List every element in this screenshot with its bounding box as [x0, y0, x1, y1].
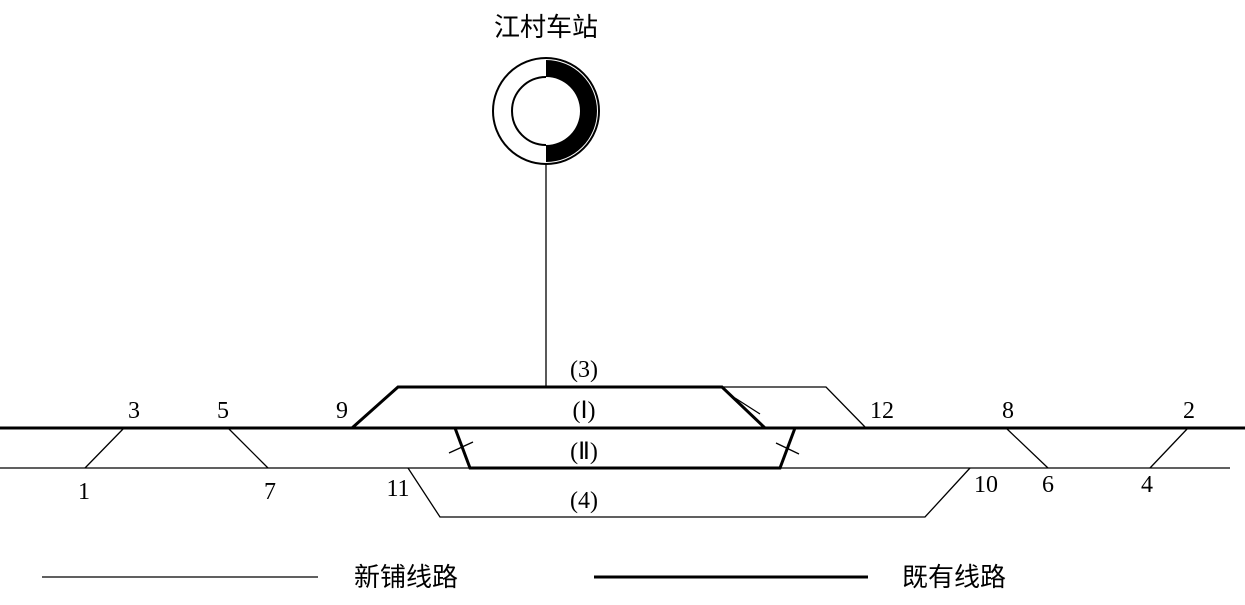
switch-number: 1: [78, 479, 90, 505]
crossover-2-4: [1149, 427, 1189, 469]
switch-number: 10: [974, 472, 998, 498]
switch-number: 6: [1042, 472, 1054, 498]
legend-new-line-label: 新铺线路: [354, 563, 458, 593]
track-label-II: (Ⅱ): [570, 439, 598, 465]
siding-3-existing: [351, 385, 767, 430]
crossover-5-7: [227, 427, 269, 469]
switch-number: 4: [1141, 472, 1153, 498]
track-label-I: (Ⅰ): [572, 398, 595, 424]
switch-number: 12: [870, 398, 894, 424]
crossover-8-6: [1005, 427, 1049, 469]
switch-number: 11: [386, 476, 409, 502]
cut-mark-icon: [775, 442, 800, 455]
cut-mark-icon: [448, 441, 474, 454]
switch-number: 5: [217, 398, 229, 424]
track-label-4: (4): [570, 488, 598, 514]
switch-number: 7: [264, 479, 276, 505]
switch-number: 8: [1002, 398, 1014, 424]
crossover-3-1: [84, 427, 125, 469]
switch-number: 9: [336, 398, 348, 424]
crossover-II-existing: [453, 427, 797, 470]
switch-number: 3: [128, 398, 140, 424]
legend-existing-line-label: 既有线路: [902, 563, 1006, 593]
siding-4-new: [407, 467, 971, 518]
cut-mark-icon: [734, 397, 761, 415]
siding-3-new-extension: [722, 386, 867, 429]
track-label-3: (3): [570, 357, 598, 383]
station-name: 江村车站: [494, 13, 598, 43]
station-symbol-icon: [492, 57, 600, 165]
switch-number: 2: [1183, 398, 1195, 424]
